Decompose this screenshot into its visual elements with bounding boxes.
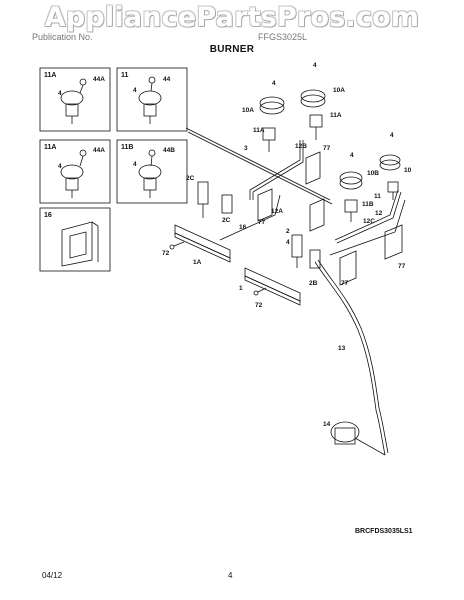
callout-2: 2 — [286, 228, 290, 235]
callout-77-b: 77 — [341, 280, 349, 287]
inset-box-11 — [116, 67, 188, 132]
bracket-77-a — [305, 151, 321, 185]
callout-2b: 2B — [309, 280, 318, 287]
section-title: BURNER — [209, 44, 255, 55]
valve-2 — [291, 234, 303, 268]
gas-line-13 — [314, 261, 386, 456]
valve-11a-left — [262, 127, 276, 152]
inset-part-44: 44 — [163, 76, 171, 83]
valve-11b — [138, 149, 162, 198]
inset-label-11a-top: 11A — [44, 72, 56, 79]
inset-part-44b: 44B — [163, 147, 175, 154]
inset-label-11b: 11B — [121, 144, 133, 151]
inset-part-4-11b: 4 — [133, 161, 137, 168]
manifold-tube-3 — [185, 127, 333, 205]
model-number: FFGS3025L — [258, 32, 308, 42]
inset-part-4-top: 4 — [58, 90, 62, 97]
gas-tube-12b — [249, 140, 304, 200]
callout-1a: 1A — [193, 259, 202, 266]
inset-box-16 — [39, 207, 111, 272]
valve-2c — [197, 181, 209, 218]
inset-label-16: 16 — [44, 212, 52, 219]
callout-72-a: 72 — [162, 250, 170, 257]
callout-3: 3 — [244, 145, 248, 152]
callout-2c-b: 2C — [222, 217, 231, 224]
screw-72-left — [169, 241, 185, 250]
callout-77-top: 77 — [323, 145, 331, 152]
callout-10: 10 — [404, 167, 412, 174]
inset-box-11a-bottom — [39, 139, 111, 204]
gas-tube-12c — [334, 189, 402, 244]
valve-11b-main — [344, 199, 358, 222]
callout-11a-left: 11A — [253, 127, 265, 134]
footer-page-number: 4 — [228, 571, 233, 580]
inset-part-4-bottom: 4 — [58, 163, 62, 170]
publication-number: Publication No. — [32, 32, 93, 42]
footer-date: 04/12 — [42, 571, 63, 580]
callout-11: 11 — [374, 193, 381, 200]
callout-10a-left: 10A — [242, 107, 254, 114]
callout-13: 13 — [338, 345, 346, 352]
inset-part-4-11: 4 — [133, 87, 137, 94]
bracket-77-d — [384, 224, 403, 260]
callout-labels: 4 4 10A 10A 11A 11A 3 12B 77 4 4 10B 10 … — [162, 62, 412, 428]
screw-72-bottom — [253, 287, 267, 296]
inset-part-44a-bottom: 44A — [93, 147, 105, 154]
regulator-14 — [330, 421, 386, 456]
callout-10a-right: 10A — [333, 87, 345, 94]
callout-12b: 12B — [295, 143, 307, 150]
callout-4-d: 4 — [390, 132, 394, 139]
callout-10b: 10B — [367, 170, 379, 177]
diagram-reference-code: BRCFDS3035LS1 — [355, 528, 413, 535]
burner-10b — [339, 171, 363, 190]
valve-11a-right — [309, 114, 323, 140]
valve-2c-lower — [221, 194, 233, 214]
gas-tube-12 — [329, 199, 406, 256]
callout-12: 12 — [375, 210, 383, 217]
inset-label-11a-bottom: 11A — [44, 144, 56, 151]
callout-4-e: 4 — [286, 239, 290, 246]
valve-11a-top — [60, 78, 87, 124]
callout-12c: 12C — [363, 218, 375, 225]
callout-11b: 11B — [362, 201, 374, 208]
gas-line-13-inner — [317, 259, 389, 454]
valve-11a-bottom — [60, 149, 87, 198]
burner-10a-right — [300, 89, 326, 108]
callout-77-mid: 77 — [258, 219, 266, 226]
bracket-16 — [61, 221, 99, 267]
callout-4-c: 4 — [350, 152, 354, 159]
inset-part-44a-top: 44A — [93, 76, 105, 83]
valve-2b — [309, 249, 321, 269]
callout-12a: 12A — [271, 208, 283, 215]
burner-10a-left — [259, 96, 285, 115]
valve-11-main — [387, 181, 399, 200]
callout-4-b: 4 — [313, 62, 317, 69]
manifold-1a — [174, 224, 231, 263]
callout-77-c: 77 — [398, 263, 406, 270]
valve-11 — [138, 76, 162, 124]
callout-16: 16 — [239, 224, 247, 231]
gas-tube-12a — [219, 194, 281, 241]
callout-14: 14 — [323, 421, 331, 428]
inset-box-11a-top — [39, 67, 111, 132]
callout-4-a: 4 — [272, 80, 276, 87]
inset-box-11b — [116, 139, 188, 204]
bracket-77-e — [339, 250, 357, 286]
callout-1: 1 — [239, 285, 243, 292]
callout-2c-a: 2C — [186, 175, 195, 182]
bracket-77-b — [257, 188, 273, 222]
bracket-77-c — [309, 198, 325, 232]
manifold-1 — [244, 267, 301, 306]
inset-label-11: 11 — [121, 72, 129, 79]
callout-11a-right: 11A — [330, 112, 342, 119]
callout-72-b: 72 — [255, 302, 263, 309]
burner-10 — [379, 154, 401, 171]
